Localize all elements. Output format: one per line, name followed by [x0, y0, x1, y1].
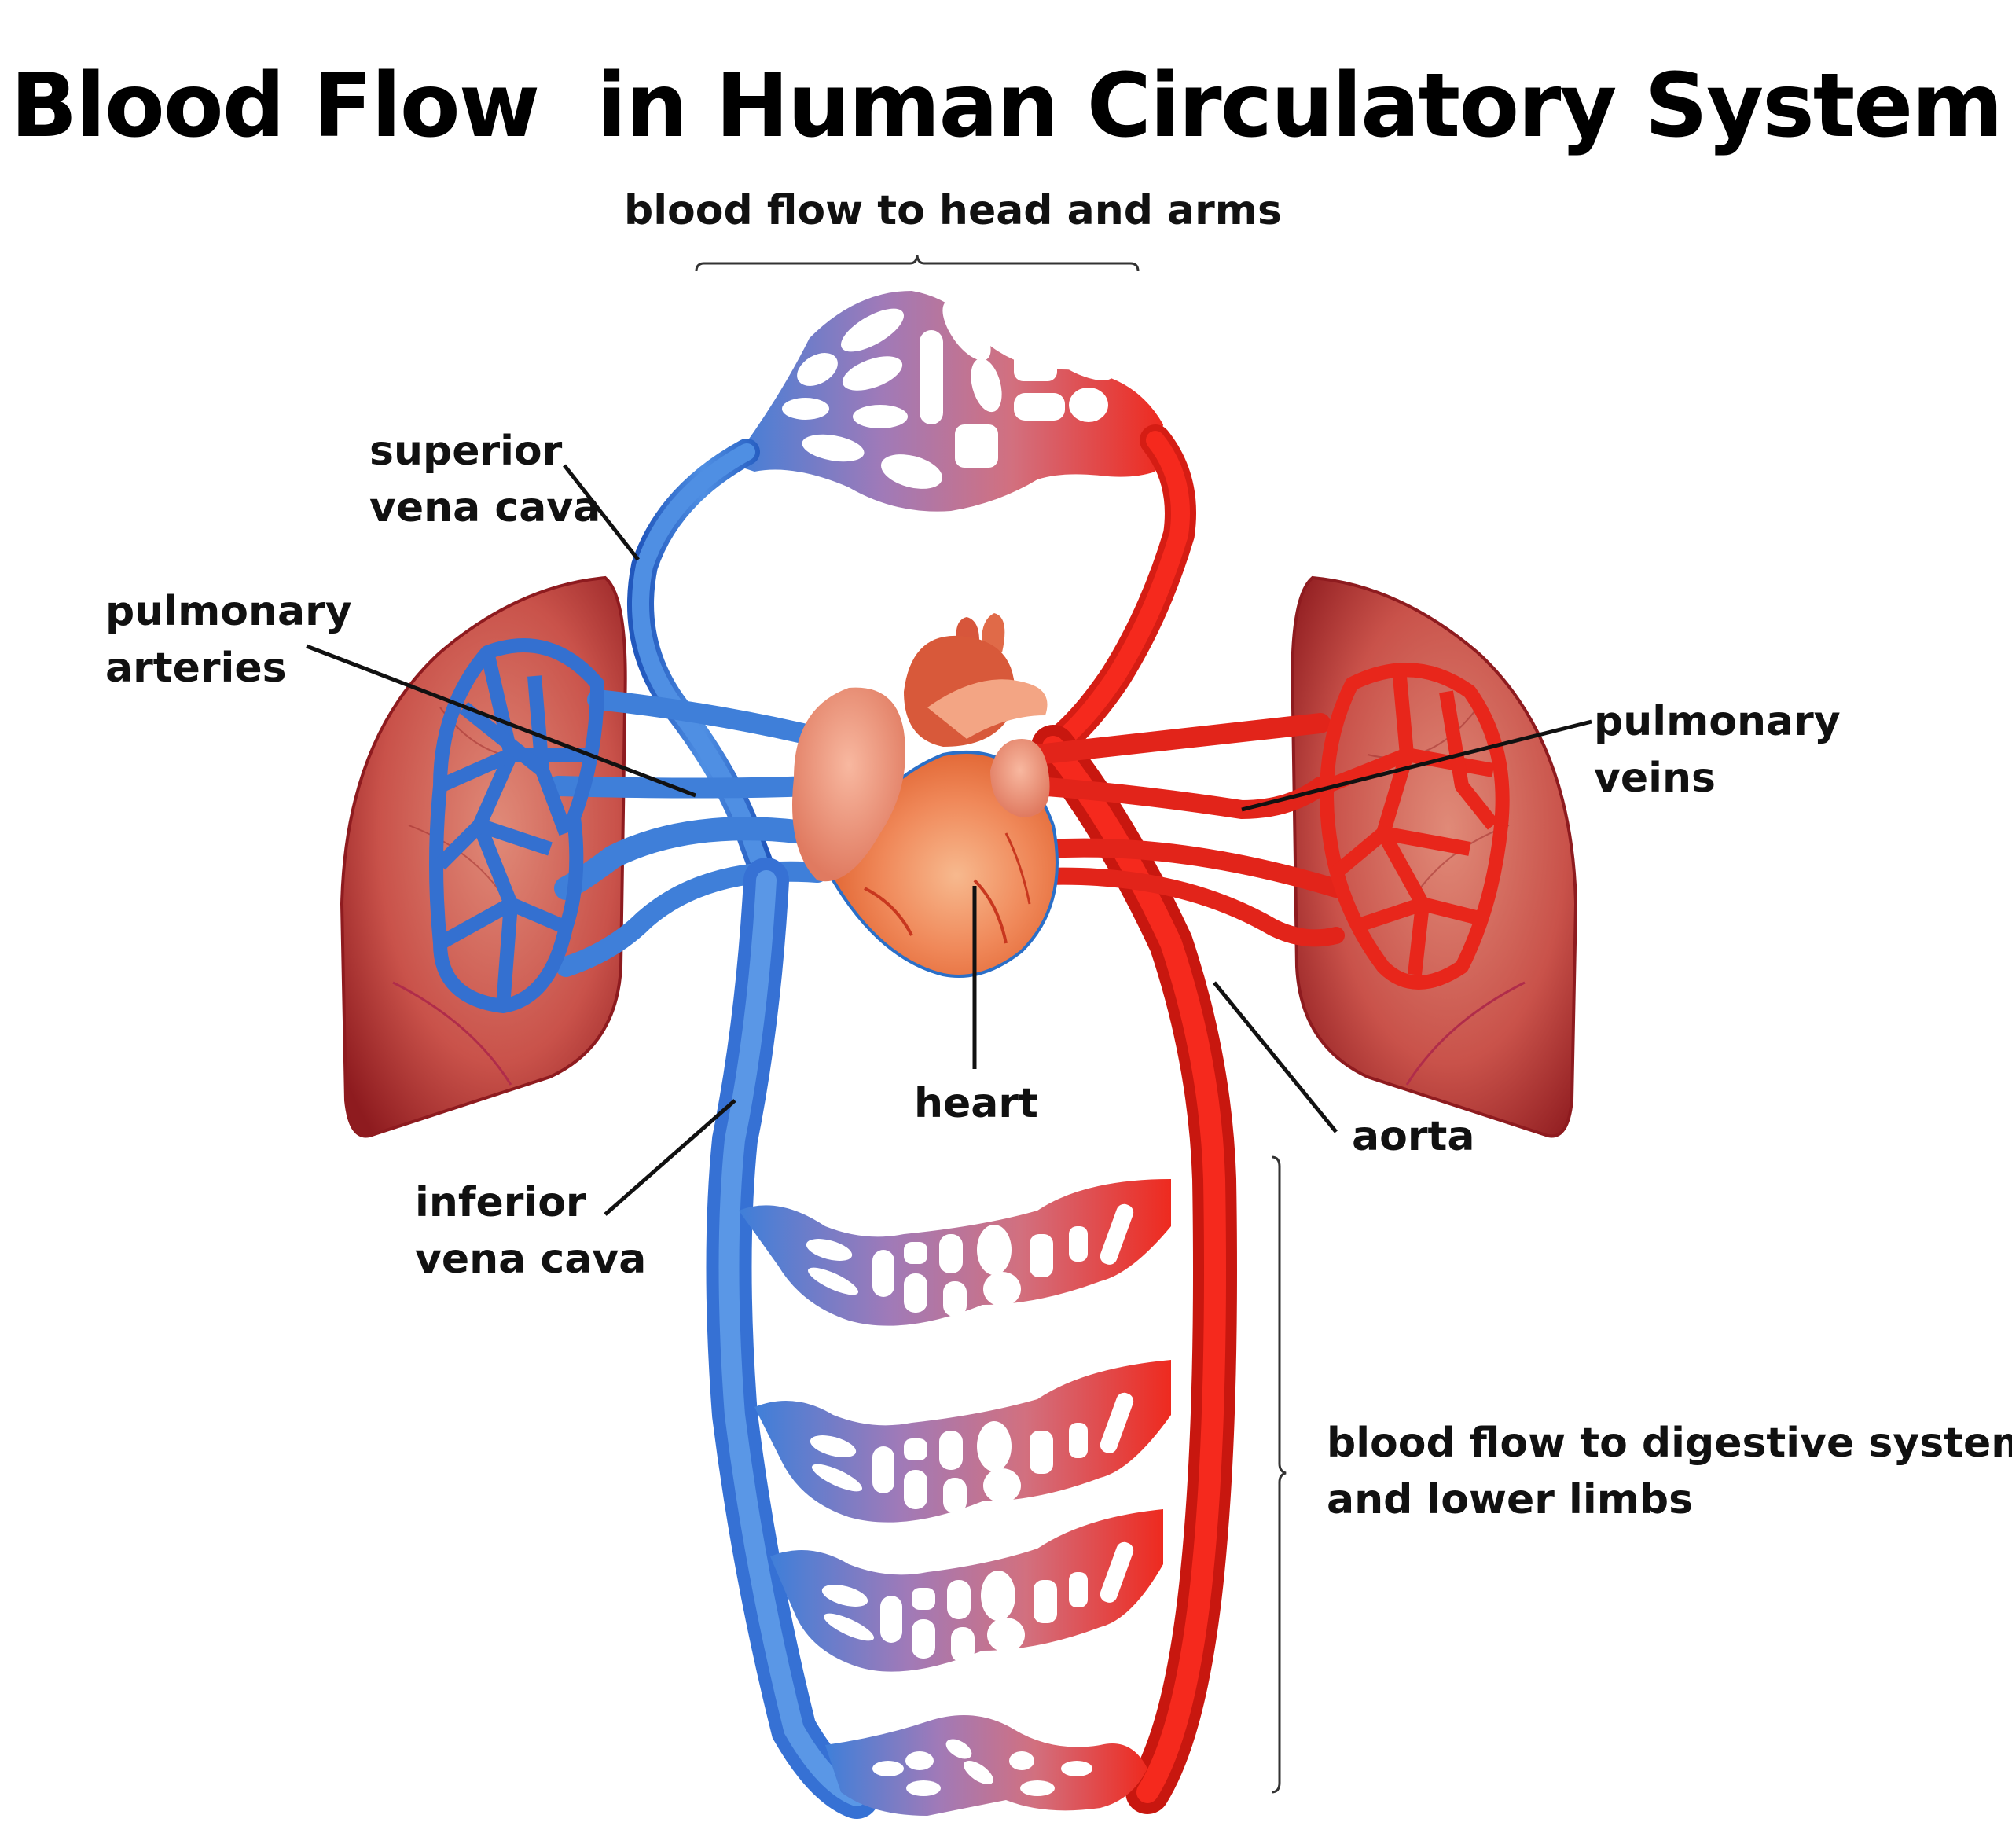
heart	[792, 613, 1059, 978]
leader-pulmonary-arteries	[306, 644, 696, 798]
pulmonary-veins	[1027, 713, 1346, 947]
label-inferior-vena-cava: inferior vena cava	[415, 1179, 647, 1283]
label-heart: heart	[914, 1080, 1038, 1127]
leader-lines	[306, 464, 1592, 1216]
lower-capillary-beds	[739, 1179, 1171, 1816]
label-superior-vena-cava: superior vena cava	[369, 428, 601, 531]
capillary-bed-4	[825, 1715, 1147, 1816]
label-aorta: aorta	[1352, 1113, 1475, 1160]
capillary-bed-1	[739, 1179, 1171, 1326]
head-capillary-bed	[731, 291, 1163, 512]
digestive-brace	[1271, 1155, 1287, 1794]
label-digestive-lower-limbs: blood flow to digestive system and lower…	[1327, 1420, 2012, 1523]
right-lung-vessel-network	[1320, 663, 1510, 990]
leader-aorta	[1213, 981, 1338, 1133]
capillary-bed-2	[754, 1360, 1171, 1523]
label-pulmonary-veins: pulmonary veins	[1594, 698, 1841, 802]
capillary-bed-3	[770, 1509, 1163, 1672]
leader-inferior-vena-cava	[604, 1099, 736, 1216]
leader-pulmonary-veins	[1241, 719, 1592, 812]
page-title: Blood Flow in Human Circulatory System	[10, 55, 2003, 157]
label-head-arms: blood flow to head and arms	[624, 187, 1282, 234]
label-pulmonary-arteries: pulmonary arteries	[105, 588, 352, 692]
leader-superior-vena-cava	[563, 464, 640, 561]
head-arms-brace	[695, 255, 1140, 272]
